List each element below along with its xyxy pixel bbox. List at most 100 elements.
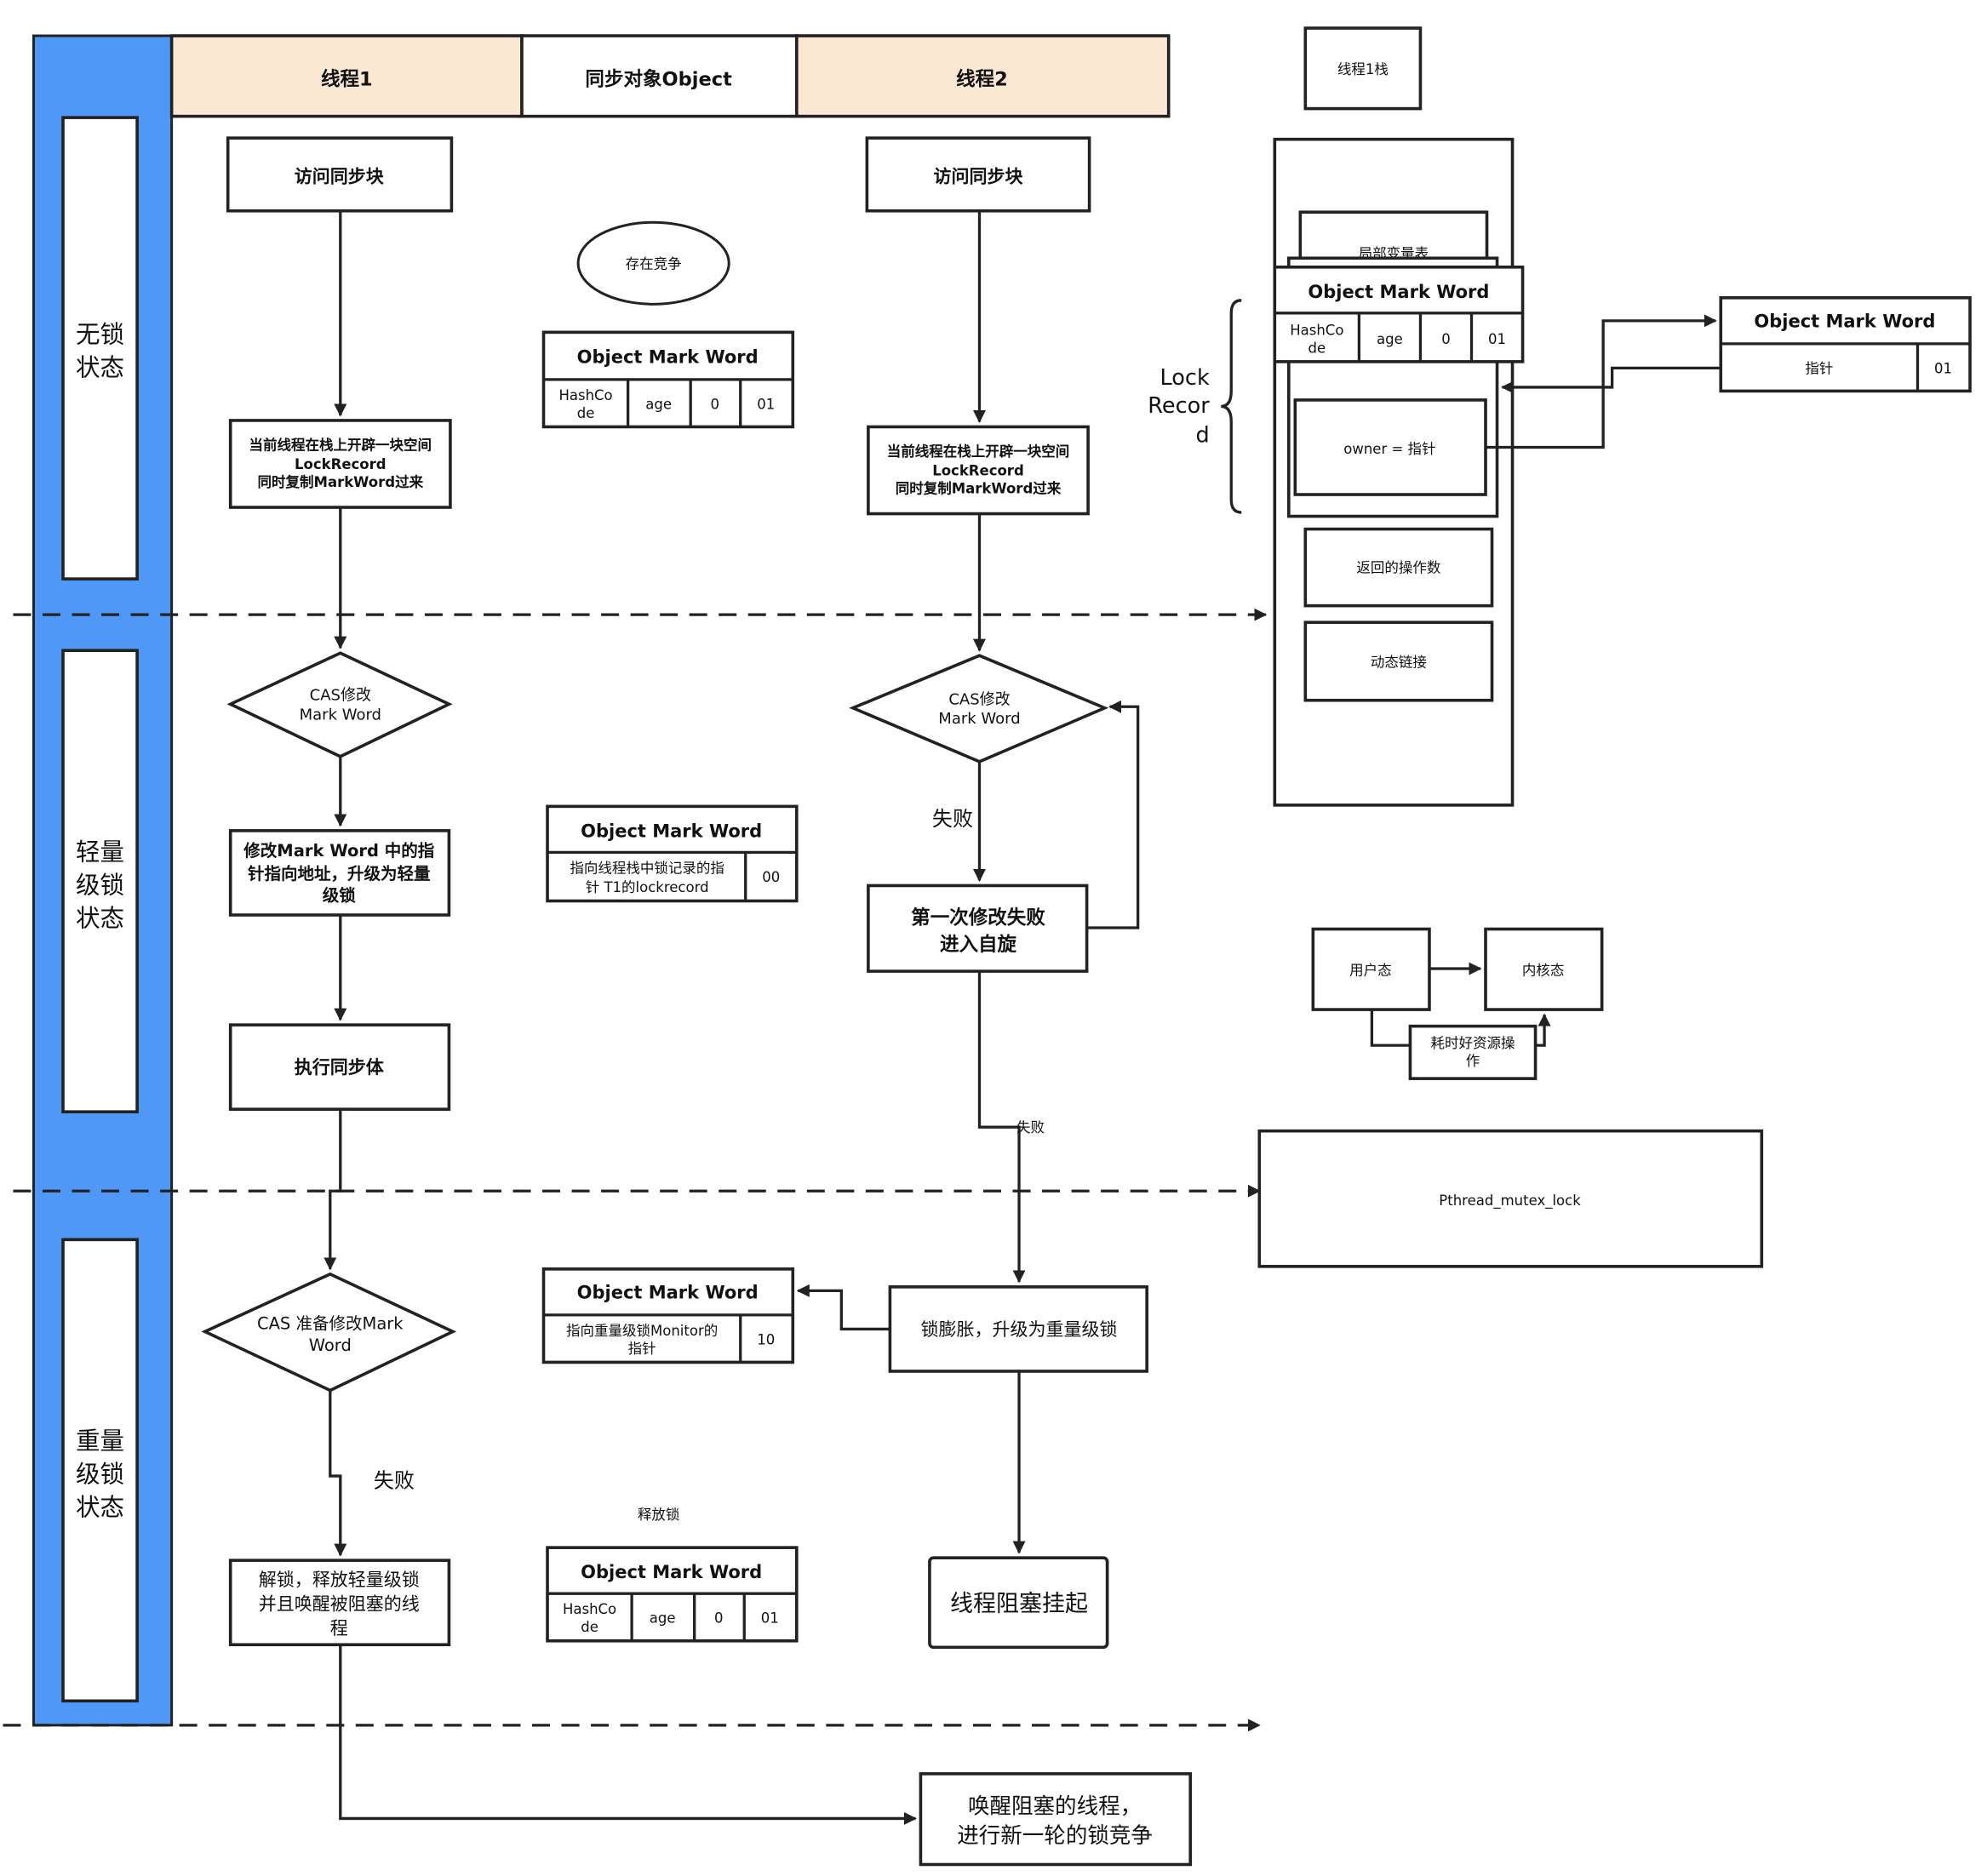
lane-header-thread1: 线程1: [321, 68, 373, 91]
t2-lock-inflation-label: 锁膨胀，升级为重量级锁: [921, 1318, 1118, 1340]
t1-arrow-6: [329, 1390, 347, 1557]
state-lightweight-line-3: 状态: [76, 904, 124, 932]
external-mark-word-title: Object Mark Word: [1754, 310, 1935, 331]
t1-access-sync-block-label: 访问同步块: [295, 166, 385, 187]
t2-failure-label-small: 失败: [1016, 1119, 1045, 1135]
t2-cas-modify-diamond: CAS修改 Mark Word: [849, 654, 1109, 764]
t1-upgrade-line-2: 针指向地址，升级为轻量: [248, 864, 431, 884]
user-mode-label: 用户态: [1349, 963, 1392, 979]
owner-to-external-arrow: [1486, 314, 1717, 449]
t2-failure-label: 失败: [932, 807, 973, 831]
costly-operation-line-2: 作: [1466, 1053, 1480, 1069]
mark-word-unlocked-hashcode-1: HashCo: [558, 387, 612, 403]
mark-word-unlocked-lock-bits: 01: [757, 396, 775, 412]
state-heavyweight-line-1: 重量: [76, 1427, 124, 1456]
mark-word-released-age: age: [650, 1610, 676, 1627]
owner-pointer-box: owner = 指针: [1293, 398, 1487, 496]
t1-create-lock-record-line-1: 当前线程在栈上开辟一块空间: [249, 436, 432, 453]
t2-access-sync-block: 访问同步块: [865, 136, 1091, 213]
mark-word-unlocked-age: age: [645, 396, 672, 412]
lock-record-brace: Lock Recor d: [1148, 299, 1242, 514]
object-mark-word-lightweight: Object Mark Word 指向线程栈中锁记录的指 针 T1的lockre…: [546, 804, 799, 903]
lane-header-thread2-bg: [794, 34, 1171, 118]
stack-mark-word-biased: 0: [1441, 331, 1451, 347]
state-lock-free: 无锁 状态: [61, 116, 139, 581]
external-mark-word-pointer: 指针: [1805, 360, 1833, 376]
t2-create-lock-record-line-1: 当前线程在栈上开辟一块空间: [887, 443, 1070, 460]
t1-upgrade-line-1: 修改Mark Word 中的指: [243, 841, 435, 861]
stack-mark-word-hashcode-1: HashCo: [1290, 322, 1343, 338]
user-mode-box: 用户态: [1311, 927, 1431, 1011]
external-mark-word-lock-bits: 01: [1934, 360, 1952, 376]
t1-arrow-5: [324, 1109, 342, 1271]
return-operand-label: 返回的操作数: [1356, 560, 1441, 576]
object-mark-word-unlocked: Object Mark Word HashCo de age 0 01: [541, 330, 795, 429]
state-heavyweight-line-2: 级锁: [76, 1461, 124, 1489]
mark-word-released-hashcode-1: HashCo: [563, 1601, 616, 1617]
t1-access-sync-block: 访问同步块: [226, 136, 454, 213]
t1-create-lock-record-line-2: LockRecord: [295, 456, 387, 472]
thread1-stack-title-label: 线程1栈: [1337, 61, 1389, 77]
t1-upgrade-lightweight: 修改Mark Word 中的指 针指向地址，升级为轻量 级锁: [228, 829, 451, 917]
t1-cas-modify-diamond: CAS修改 Mark Word: [226, 651, 453, 758]
object-mark-word-released: Object Mark Word HashCo de age 0 01: [546, 1546, 799, 1643]
release-lock-label: 释放锁: [638, 1507, 680, 1523]
t1-upgrade-line-3: 级锁: [323, 885, 357, 905]
costly-operation-box: 耗时好资源操 作: [1408, 1024, 1537, 1080]
user-to-costly-line: [1370, 1009, 1411, 1047]
contention-label: 存在竞争: [626, 255, 682, 272]
t2-create-lock-record: 当前线程在栈上开辟一块空间 LockRecord 同时复制MarkWord过来: [867, 425, 1090, 516]
state-lightweight-line-2: 级锁: [76, 871, 124, 899]
kernel-mode-box: 内核态: [1484, 927, 1604, 1011]
t1-execute-sync-body: 执行同步体: [228, 1023, 451, 1111]
external-mark-word: Object Mark Word 指针 01: [1719, 296, 1972, 393]
t2-cas-modify-line-1: CAS修改: [948, 690, 1010, 708]
state-lock-free-line-1: 无锁: [76, 320, 124, 348]
lane-header-thread1-bg: [169, 34, 524, 118]
lock-record-brace-line-3: d: [1196, 422, 1210, 448]
stack-mark-word: Object Mark Word HashCo de age 0 01: [1273, 265, 1525, 363]
t1-unlock-wake-line-2: 并且唤醒被阻塞的线: [259, 1593, 420, 1615]
kernel-mode-label: 内核态: [1522, 963, 1565, 979]
mark-word-lightweight-title: Object Mark Word: [581, 820, 762, 841]
mark-word-unlocked-hashcode-2: de: [577, 405, 595, 421]
pthread-mutex-label: Pthread_mutex_lock: [1439, 1193, 1581, 1210]
state-heavyweight: 重量 级锁 状态: [61, 1238, 139, 1703]
state-lightweight: 轻量 级锁 状态: [61, 649, 139, 1113]
lane-header-object: 同步对象Object: [585, 68, 732, 91]
wake-blocked-box: 唤醒阻塞的线程， 进行新一轮的锁竞争: [919, 1772, 1193, 1867]
lane-header-thread2: 线程2: [956, 68, 1008, 91]
dynamic-linking-box: 动态链接: [1303, 621, 1494, 702]
t1-unlock-wake-line-3: 程: [330, 1617, 348, 1639]
stack-mark-word-hashcode-2: de: [1308, 340, 1326, 356]
costly-operation-line-1: 耗时好资源操: [1431, 1035, 1515, 1051]
state-lock-free-line-2: 状态: [76, 353, 124, 381]
t1-unlock-wake-line-1: 解锁，释放轻量级锁: [259, 1569, 420, 1590]
t2-thread-blocked: 线程阻塞挂起: [928, 1556, 1109, 1650]
t1-cas-modify-line-1: CAS修改: [310, 687, 371, 705]
mark-word-released-title: Object Mark Word: [581, 1561, 762, 1582]
mark-word-released-hashcode-2: de: [581, 1619, 598, 1635]
t2-spin-line-2: 进入自旋: [940, 933, 1017, 956]
owner-pointer-label: owner = 指针: [1343, 441, 1435, 457]
t1-arrow-7: [339, 1644, 917, 1825]
t1-cas-prepare-diamond: CAS 准备修改Mark Word: [201, 1272, 457, 1393]
mark-word-unlocked-biased: 0: [710, 396, 719, 412]
wake-blocked-line-1: 唤醒阻塞的线程，: [968, 1793, 1142, 1819]
t2-cas-modify-line-2: Mark Word: [938, 710, 1020, 728]
stack-mark-word-age: age: [1377, 331, 1403, 347]
t2-spin-line-1: 第一次修改失败: [911, 906, 1045, 929]
contention-ellipse: 存在竞争: [576, 220, 730, 306]
wake-blocked-line-2: 进行新一轮的锁竞争: [957, 1823, 1153, 1849]
costly-to-kernel-arrow: [1535, 1013, 1551, 1047]
mark-word-unlocked-title: Object Mark Word: [577, 346, 759, 367]
t1-cas-prepare-line-2: Word: [309, 1336, 352, 1355]
dynamic-linking-label: 动态链接: [1371, 655, 1427, 671]
state-heavyweight-line-3: 状态: [76, 1494, 124, 1522]
thread1-stack-title: 线程1栈: [1303, 26, 1423, 111]
lock-record-brace-line-1: Lock: [1160, 365, 1210, 391]
stack-mark-word-lock-bits: 01: [1488, 331, 1506, 347]
t2-thread-blocked-label: 线程阻塞挂起: [950, 1591, 1088, 1617]
mark-word-heavyweight-pointer-2: 指针: [628, 1341, 656, 1357]
